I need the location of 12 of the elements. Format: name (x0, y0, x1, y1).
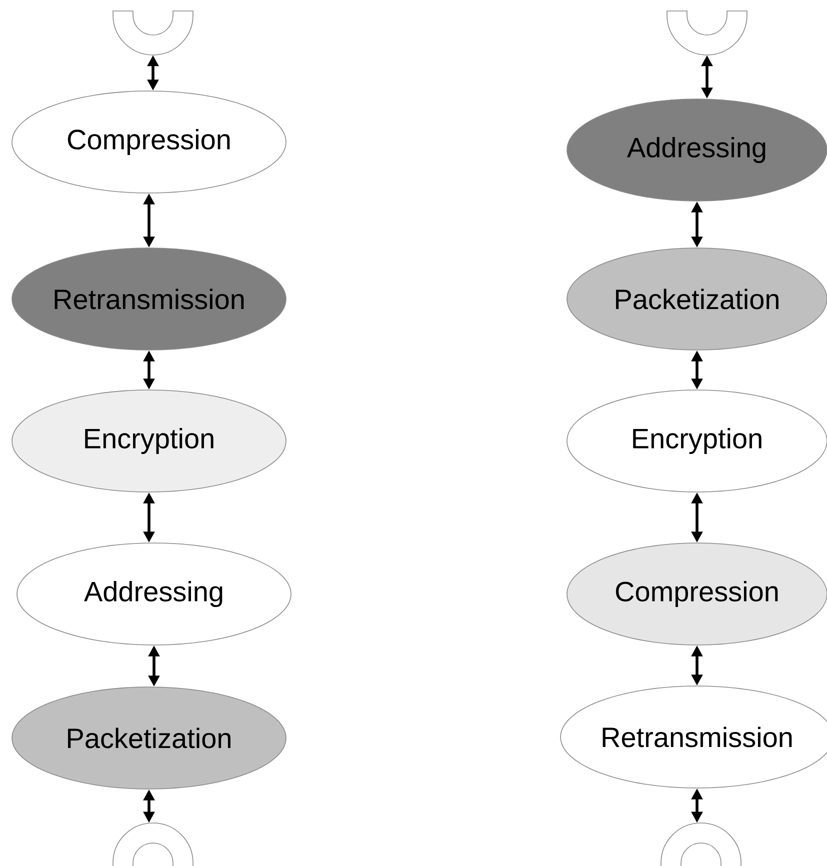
ellipse-node: Encryption (12, 390, 286, 492)
ellipse-node: Compression (12, 90, 286, 194)
ellipse-node: Packetization (566, 248, 827, 350)
ellipse-node: Addressing (566, 98, 827, 202)
arc-shape (112, 822, 194, 866)
ellipse-node: Packetization (12, 686, 286, 790)
ellipse-node: Compression (566, 542, 827, 646)
arc-shape (666, 10, 748, 56)
ellipse-node: Addressing (16, 542, 292, 646)
arc-shape (112, 10, 194, 56)
arc-shape (660, 822, 742, 866)
ellipse-node: Retransmission (12, 248, 286, 350)
